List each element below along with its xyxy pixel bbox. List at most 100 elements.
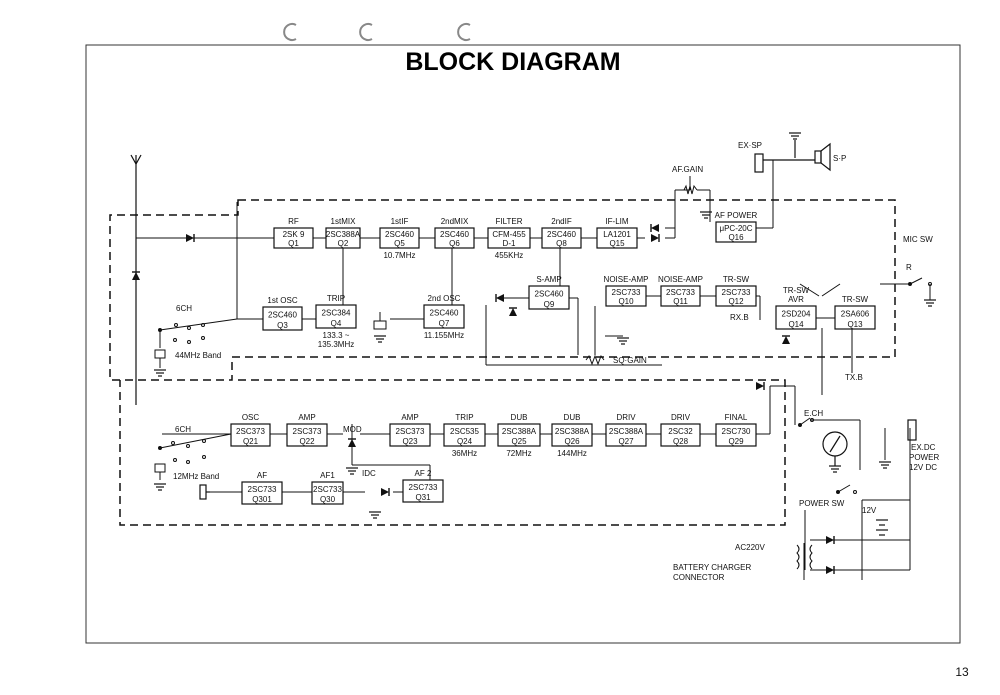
mic-sw-switch-icon — [908, 277, 932, 300]
ex-dc-label-1: EX.DC — [911, 443, 936, 452]
e-ch-label: E.CH — [804, 409, 823, 418]
block-trip_u-part: 2SC384 — [322, 309, 351, 318]
block-af_l-heading: AF — [257, 471, 267, 480]
block-amp_l-heading: AMP — [298, 413, 315, 422]
block-osc1-ref: Q3 — [277, 321, 288, 330]
block-samp-heading: S-AMP — [536, 275, 561, 284]
block-trip_u-heading: TRIP — [327, 294, 345, 303]
smeter-diode-2-icon — [508, 307, 518, 317]
block-amp_l-part: 2SC373 — [293, 427, 322, 436]
block-driv2-ref: Q28 — [673, 437, 689, 446]
block-avr-heading: AVR — [788, 295, 804, 304]
page-frame — [85, 44, 961, 644]
block-noise1-box — [605, 285, 647, 307]
antenna-diode-icon — [131, 271, 141, 281]
rx-input-diode-icon — [185, 233, 195, 243]
charger-label-2: CONNECTOR — [673, 573, 725, 582]
block-dub2-ref: Q26 — [564, 437, 580, 446]
block-driv2-heading: DRIV — [671, 413, 691, 422]
xtal-ground-icon — [373, 335, 387, 343]
block-mix2-ref: Q6 — [449, 239, 460, 248]
sq-gain-pot-icon — [585, 354, 605, 366]
block-osc1-part: 2SC460 — [268, 311, 297, 320]
block-filter-part: CFM-455 — [492, 230, 526, 239]
mod-ground-icon — [345, 467, 359, 475]
block-osc_l-ref: Q21 — [243, 437, 259, 446]
block-noise1-ref: Q10 — [618, 297, 634, 306]
block-dub1-box — [497, 423, 541, 447]
block-dub2-note: 144MHz — [557, 449, 587, 458]
block-amp2_l-box — [389, 423, 431, 447]
block-trip_l-part: 2SC535 — [450, 427, 479, 436]
block-amp2_l-part: 2SC373 — [396, 427, 425, 436]
power-sw-label: POWER SW — [799, 499, 845, 508]
band44-label: 44MHz Band — [175, 351, 221, 360]
block-osc2-part: 2SC460 — [430, 309, 459, 318]
block-dub1-ref: Q25 — [511, 437, 527, 446]
block-driv1-box — [605, 423, 647, 447]
block-final-heading: FINAL — [725, 413, 748, 422]
block-avr-heading-2: TR-SW — [783, 286, 810, 295]
sp-label: S·P — [833, 154, 846, 163]
block-osc2-heading: 2nd OSC — [428, 294, 461, 303]
block-noise2-box — [660, 285, 701, 307]
block-afpower-heading: AF POWER — [715, 211, 758, 220]
block-rf-heading: RF — [288, 217, 299, 226]
batt12-label: 12V — [862, 506, 877, 515]
power-sw-switch-icon — [836, 484, 857, 494]
idc-label: IDC — [362, 469, 376, 478]
block-noise2-part: 2SC733 — [666, 288, 695, 297]
block-filter-box — [487, 227, 531, 249]
speaker-ground-icon — [788, 132, 802, 140]
dc-ground-icon — [878, 461, 892, 469]
block-final-box — [715, 423, 757, 447]
block-trip_l-box — [443, 423, 486, 447]
transformer-icon — [796, 543, 813, 580]
block-rf-ref: Q1 — [288, 239, 299, 248]
block-if2-part: 2SC460 — [547, 230, 576, 239]
block-amp_l-ref: Q22 — [299, 437, 315, 446]
block-af1_l-part: 2SC733 — [313, 485, 342, 494]
battery-icon — [876, 519, 888, 536]
block-trsw_a-box — [715, 285, 757, 307]
page-number: 13 — [955, 665, 969, 679]
smeter-diode-icon — [495, 293, 505, 303]
block-final-part: 2SC730 — [722, 427, 751, 436]
band12-label: 12MHz Band — [173, 472, 219, 481]
limiter-diode-a-icon — [650, 223, 660, 233]
block-iflim-box — [596, 227, 638, 249]
block-mix2-part: 2SC460 — [440, 230, 469, 239]
block-amp2_l-heading: AMP — [401, 413, 418, 422]
block-trip_l-heading: TRIP — [455, 413, 473, 422]
block-avr-box — [775, 305, 817, 330]
block-avr-ref: Q14 — [788, 320, 804, 329]
microphone-icon — [199, 484, 210, 500]
block-filter-note: 455KHz — [495, 251, 523, 260]
ex-sp-label: EX·SP — [738, 141, 762, 150]
block-noise2-ref: Q11 — [673, 297, 688, 306]
block-if2-ref: Q8 — [556, 239, 567, 248]
block-noise1-heading: NOISE-AMP — [604, 275, 649, 284]
block-af2_l-heading: AF 2 — [415, 469, 432, 478]
block-trsw_a-part: 2SC733 — [722, 288, 751, 297]
avr-zener-icon — [781, 335, 791, 345]
block-mix2-box — [434, 227, 475, 249]
crystal-2nd-osc-icon — [373, 312, 387, 330]
ech-switch-icon — [798, 417, 814, 427]
osc12-ground-icon — [153, 483, 167, 491]
block-trsw_b-heading: TR-SW — [842, 295, 869, 304]
af-gain-pot-icon — [683, 176, 698, 195]
block-noise2-heading: NOISE-AMP — [658, 275, 703, 284]
block-osc_l-box — [230, 423, 271, 447]
